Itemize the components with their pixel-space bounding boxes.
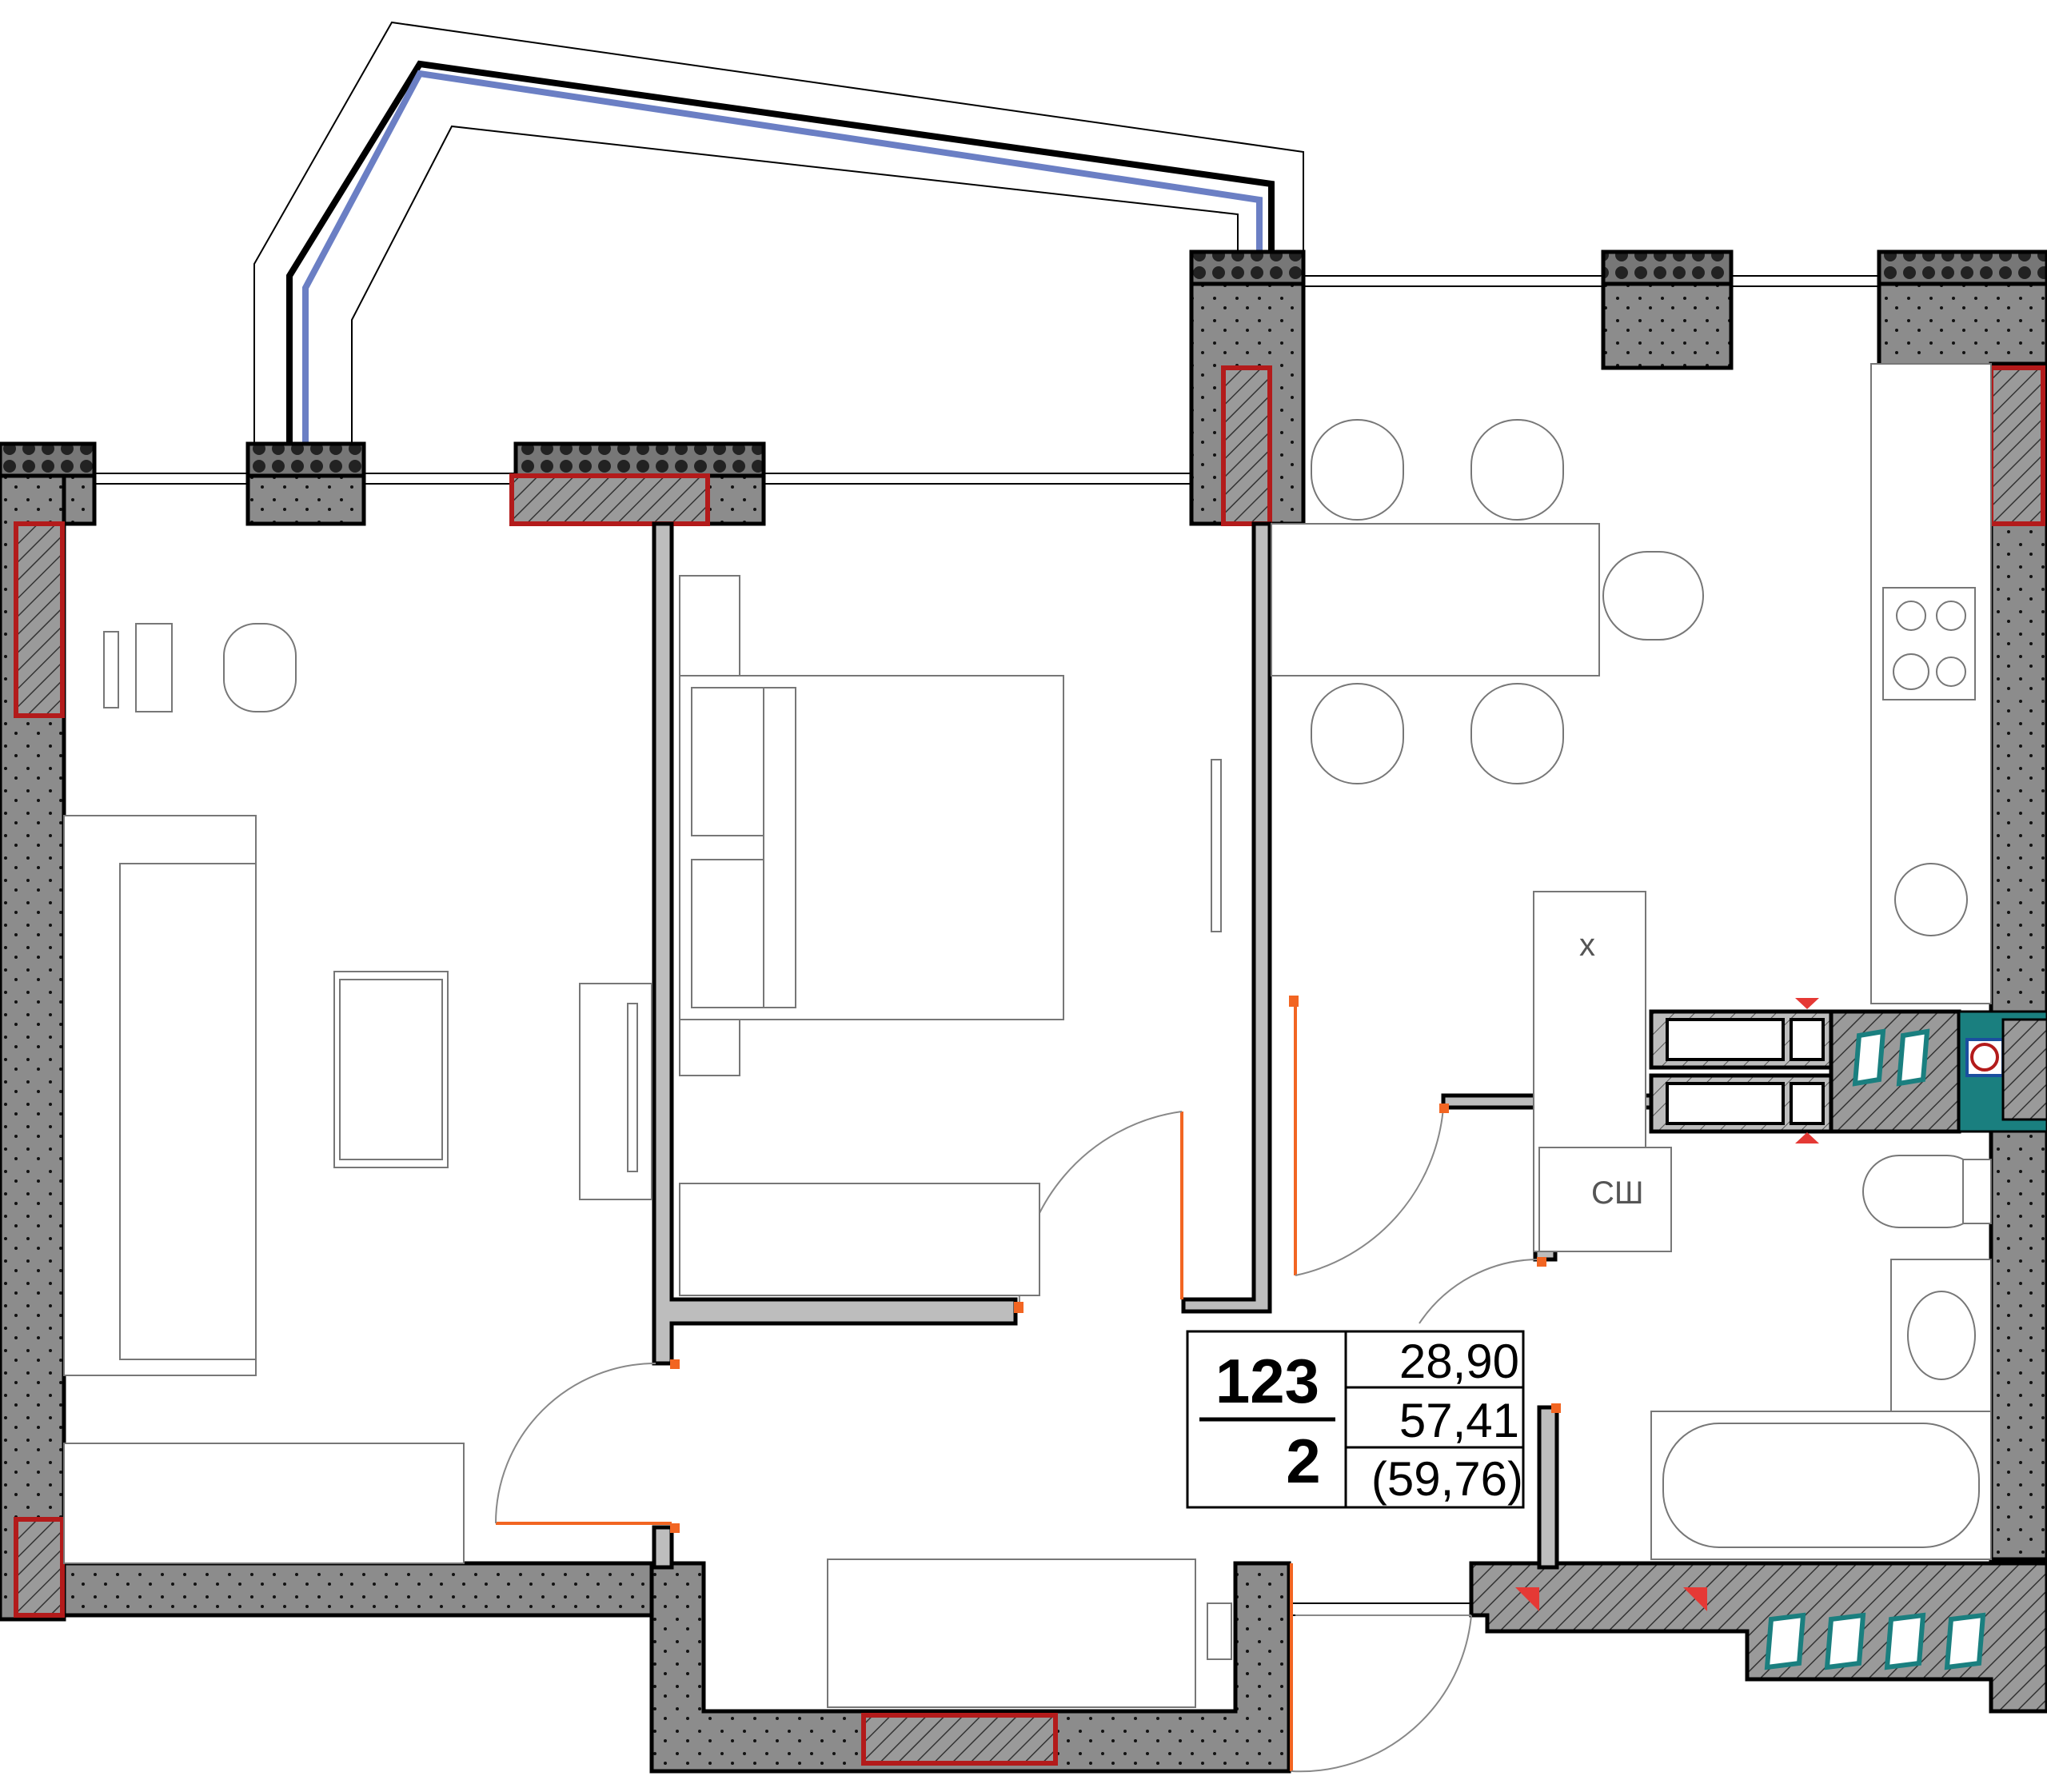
dining-table <box>1271 523 1600 676</box>
apartment-number: 123 <box>1215 1346 1320 1416</box>
ventilation-shafts <box>1515 998 2047 1670</box>
pillow <box>691 859 772 1008</box>
pillow <box>691 687 772 836</box>
apartment-info-box <box>1186 1330 1525 1509</box>
chair <box>1311 683 1404 784</box>
chair <box>1470 683 1564 784</box>
wall-tv <box>1211 759 1222 932</box>
radiator <box>1207 1602 1232 1660</box>
bathroom-wall-hatched <box>1469 1561 2047 1714</box>
furniture <box>63 363 1992 1708</box>
shaft-box <box>1538 1147 1672 1252</box>
living-area: 28,90 <box>1399 1335 1519 1388</box>
office-chair <box>223 623 297 712</box>
wardrobe-label: х <box>1579 928 1595 963</box>
shaft-label: СШ <box>1591 1175 1644 1211</box>
monitor <box>103 631 119 708</box>
total-area: 57,41 <box>1399 1394 1519 1447</box>
chair <box>1311 419 1404 521</box>
wardrobe-bedroom <box>679 1183 1040 1296</box>
wardrobe-living <box>63 1443 465 1564</box>
wardrobe-hall <box>827 1559 1196 1708</box>
kitchen-sink <box>1894 863 1968 936</box>
chair <box>1470 419 1564 521</box>
total-area-with-balcony: (59,76) <box>1371 1452 1523 1506</box>
room-count: 2 <box>1286 1426 1321 1496</box>
tv-cabinet <box>579 983 652 1200</box>
keyboard <box>135 623 173 712</box>
chair <box>1602 551 1704 641</box>
balcony-outline <box>253 21 1304 444</box>
